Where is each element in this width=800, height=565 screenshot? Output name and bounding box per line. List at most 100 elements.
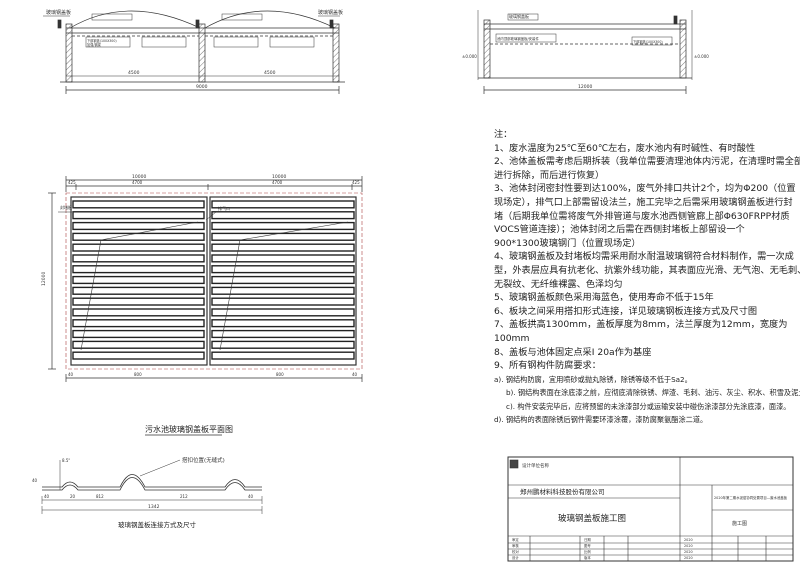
joint-dim-1: 40 bbox=[44, 494, 50, 499]
note-line: 900*1300玻璃钢门（位置现场定） bbox=[494, 237, 641, 249]
plan-dim-side: 12000 bbox=[41, 272, 47, 286]
plan-slat bbox=[211, 351, 355, 360]
plan-slat bbox=[211, 340, 355, 349]
note-line: 型，外表层应具有抗老化、抗紫外线功能，其表面应光滑、无气泡、无毛刺、 bbox=[494, 264, 800, 276]
elevation-left bbox=[43, 10, 345, 94]
note-line: 2、池体盖板需考虑后期拆装（我单位需要清理池体内污泥，在清理时需全部 bbox=[494, 156, 800, 168]
plan-dim-top-4: 425 bbox=[352, 180, 360, 185]
note-subline: b). 钢结构表面在涂底漆之前，应彻底清除铁锈、焊渣、毛刺、油污、灰尘、积水、积… bbox=[506, 388, 800, 398]
title-drawing-title: 玻璃钢盖板施工图 bbox=[558, 513, 626, 524]
plan-view bbox=[48, 176, 363, 382]
plan-slat bbox=[211, 319, 355, 328]
joint-caption: 玻璃钢盖板连接方式及尺寸 bbox=[118, 520, 197, 529]
title-cell-left-3: 校对 bbox=[512, 549, 519, 554]
plan-dim-bottom-3: 800 bbox=[276, 372, 284, 377]
plan-slat bbox=[211, 200, 355, 209]
elev-left-box-label-1: 下部钢盖(100X300) bbox=[87, 38, 117, 43]
plan-slat bbox=[72, 340, 205, 349]
note-line: 注： bbox=[494, 129, 513, 140]
title-design-unit: 设计单位名称 bbox=[522, 462, 549, 469]
plan-slat bbox=[211, 308, 355, 317]
plan-dim-total-right: 10000 bbox=[272, 174, 286, 180]
title-stage: 施工图 bbox=[732, 520, 747, 527]
plan-slat bbox=[211, 275, 355, 285]
elev-left-top-label-2: 玻璃钢盖板 bbox=[318, 9, 343, 16]
plan-dim-top-3: 4700 bbox=[272, 180, 283, 185]
note-line: 8、盖板与池体固定点采I 20a作为基座 bbox=[494, 346, 652, 358]
note-line: 3、池体封闭密封性要到达100%，废气外排口共计2个，均为Φ200（位置 bbox=[494, 183, 796, 195]
note-line: 无裂纹、无纤维裸露、色泽均匀 bbox=[494, 278, 623, 290]
elev-right-box-label: 下部钢盖(100X300) bbox=[633, 39, 663, 44]
plan-slat bbox=[211, 243, 355, 252]
plan-slat bbox=[211, 254, 355, 263]
title-cell-left-1: 审定 bbox=[512, 537, 519, 542]
plan-slat bbox=[72, 297, 205, 306]
title-small-cell-1: 2020 bbox=[684, 538, 693, 542]
joint-dim-5: 40 bbox=[248, 494, 254, 499]
elev-right-left-label: 池内顶部玻璃钢盖板/安装件 bbox=[497, 36, 539, 41]
title-company: 郑州鹏材料科技股份有限公司 bbox=[520, 487, 605, 496]
elev-left-dim-half-2: 4500 bbox=[264, 70, 276, 76]
joint-dim-2: 20 bbox=[70, 494, 76, 499]
plan-slat bbox=[211, 286, 355, 295]
joint-dim-3: 812 bbox=[96, 494, 104, 499]
title-cell-right-1: 日期 bbox=[584, 537, 591, 542]
plan-side-label: 封堵板 bbox=[60, 204, 72, 210]
plan-caption: 污水池玻璃钢盖板平面图 bbox=[145, 424, 233, 434]
plan-dim-top-1: 425 bbox=[68, 180, 76, 185]
plan-slat bbox=[211, 297, 355, 306]
title-block bbox=[507, 456, 794, 562]
plan-slats bbox=[72, 200, 355, 360]
title-small-cell-3: 2020 bbox=[684, 550, 693, 554]
note-line: 6、板块之间采用搭扣形式连接，详见玻璃钢板连接方式及尺寸图 bbox=[494, 305, 758, 317]
plan-dim-bottom-2: 800 bbox=[134, 372, 142, 377]
plan-slat bbox=[211, 211, 355, 220]
plan-slat bbox=[72, 275, 205, 285]
title-small-cell-4: 2020 bbox=[684, 556, 693, 560]
joint-height-1: 8.5" bbox=[62, 458, 70, 463]
elev-right-dim-total: 12000 bbox=[578, 84, 592, 90]
plan-dim-total: 10000 bbox=[132, 174, 146, 180]
joint-height-2: 40 bbox=[32, 478, 38, 483]
elev-right-level-left: ±0.000 bbox=[462, 54, 477, 59]
elevation-right bbox=[477, 10, 693, 94]
plan-dim-bottom-1: 40 bbox=[68, 372, 74, 377]
note-line: 7、盖板拱高1300mm，盖板厚度为8mm，法兰厚度为12mm，宽度为 bbox=[494, 319, 788, 331]
note-subline: a). 钢结构防腐，宜用喷砂或抛丸除锈，除锈等级不低于Sa2。 bbox=[494, 374, 692, 384]
note-line: 5、玻璃钢盖板颜色采用海蓝色，使用寿命不低于15年 bbox=[494, 292, 714, 304]
note-line: 堵（后期我单位需将废气外排管道与废水池西侧管廊上部Φ630FRPP材质 bbox=[494, 210, 790, 222]
title-small-cell-2: 2020 bbox=[684, 544, 693, 548]
note-line: 4、玻璃钢盖板及封堵板均需采用耐水耐温玻璃钢符合材料制作，需一次成 bbox=[494, 251, 794, 263]
plan-slat bbox=[72, 200, 205, 209]
note-line: 9、所有钢构件防腐要求： bbox=[494, 360, 601, 372]
note-line: 1、废水温度为25℃至60℃左右，废水池内有时碱性、有时酸性 bbox=[494, 142, 756, 154]
plan-slat bbox=[72, 329, 205, 339]
plan-slat bbox=[72, 351, 205, 360]
note-line: VOCS管道连接）；池体封闭之后需在西侧封堵板上部留设一个 bbox=[494, 224, 745, 236]
elev-right-top-label: 玻璃钢盖板 bbox=[509, 13, 529, 19]
plan-slat bbox=[72, 286, 205, 295]
plan-slat bbox=[72, 254, 205, 263]
plan-note-label: 排气口 bbox=[218, 205, 230, 211]
elev-left-box-label-2: 加强/钢梁 bbox=[87, 42, 102, 47]
plan-dim-bottom-4: 40 bbox=[352, 372, 358, 377]
elev-left-dim-half-1: 4500 bbox=[128, 70, 140, 76]
plan-slat bbox=[72, 319, 205, 328]
plan-dim-top-2: 4700 bbox=[132, 180, 143, 185]
plan-slat bbox=[211, 265, 355, 274]
title-cell-left-4: 设计 bbox=[512, 555, 519, 560]
plan-slat bbox=[72, 243, 205, 252]
note-subline: d). 钢结构的表面除锈后钢件需要环漆涂覆，漆防腐聚氨酯涂二道。 bbox=[494, 415, 708, 425]
note-line: 现场定），排气口上部需留设法兰，施工完毕之后需采用玻璃钢盖板进行封 bbox=[494, 196, 793, 208]
plan-slat bbox=[211, 329, 355, 339]
plan-slat bbox=[72, 232, 205, 241]
joint-label: 搭扣位置(无缝式) bbox=[182, 456, 225, 464]
plan-slat bbox=[72, 221, 205, 231]
title-project: 2020年第二期水泥窑协同处置项目—废水池盖板 bbox=[714, 495, 788, 500]
plan-slat bbox=[211, 221, 355, 231]
elev-right-level-right: ±0.000 bbox=[694, 54, 709, 59]
construction-notes: 注： 1、废水温度为25℃至60℃左右，废水池内有时碱性、有时酸性 2、池体盖板… bbox=[494, 128, 800, 427]
elev-left-top-label-1: 玻璃钢盖板 bbox=[46, 9, 71, 16]
note-line: 进行拆除，而后进行恢复） bbox=[494, 169, 605, 181]
plan-slat bbox=[72, 265, 205, 274]
